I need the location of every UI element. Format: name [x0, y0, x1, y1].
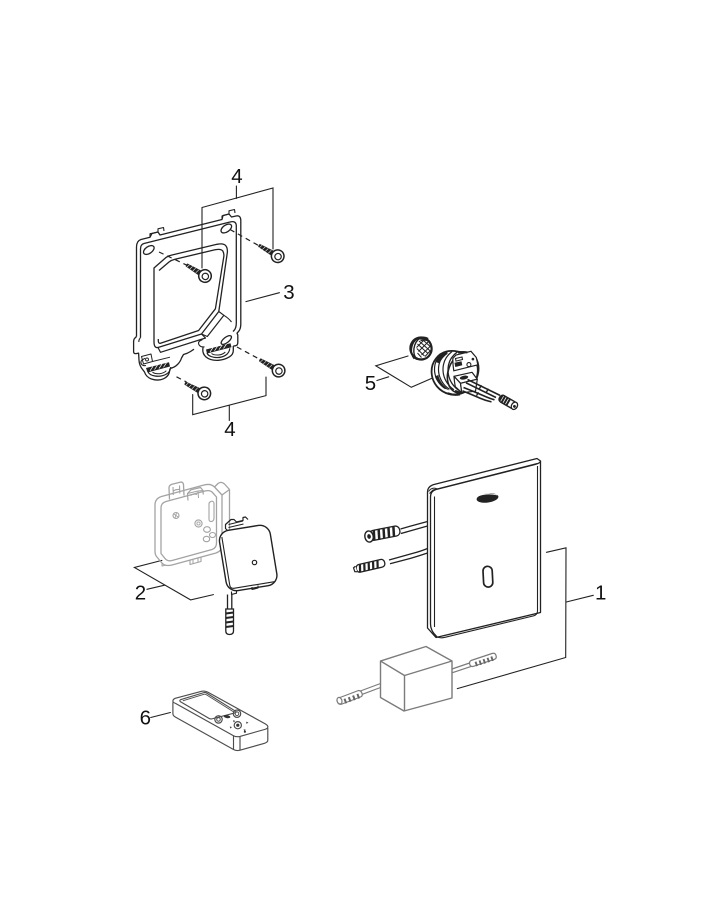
svg-text:4: 4	[224, 418, 235, 441]
svg-text:2: 2	[135, 582, 146, 605]
svg-text:5: 5	[365, 372, 376, 395]
svg-text:3: 3	[283, 281, 294, 304]
svg-text:6: 6	[140, 707, 151, 730]
svg-text:4: 4	[231, 165, 242, 188]
svg-text:1: 1	[595, 582, 606, 605]
